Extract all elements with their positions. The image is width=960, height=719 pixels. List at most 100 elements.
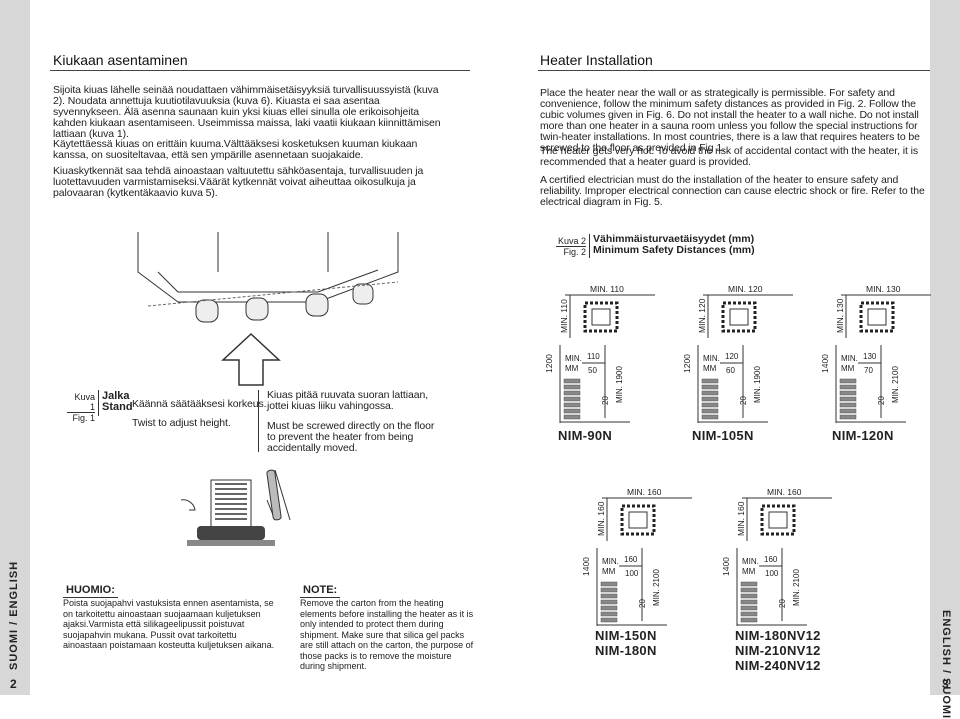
min-label: MIN. <box>742 557 759 566</box>
heater-elevation-bar <box>839 408 857 414</box>
heater-elevation-bar <box>740 611 758 617</box>
fig1-kuva: Kuva 1 <box>74 392 95 412</box>
heater-plan-inner <box>591 308 611 326</box>
heater-elevation-bar <box>839 396 857 402</box>
min-label: MIN. <box>841 354 858 363</box>
adjust-en: Twist to adjust height. <box>132 417 231 429</box>
model-name-line: NIM-105N <box>692 428 754 443</box>
heater-elevation-bar <box>563 396 581 402</box>
model-name-3: NIM-120N <box>832 428 894 443</box>
dim-d: MIN. 1900 <box>615 366 624 403</box>
heater-elevation-bar <box>600 587 618 593</box>
heater-elevation-bar <box>740 605 758 611</box>
mm-label: MM <box>602 567 616 576</box>
heater-elevation-bar <box>563 384 581 390</box>
huomio-body: Poista suojapahvi vastuksista ennen asen… <box>63 598 275 650</box>
heater-elevation-bar <box>701 414 719 420</box>
left-side-label: SUOMI / ENGLISH <box>8 560 20 670</box>
heater-plan-inner <box>867 308 887 326</box>
heater-base-illustration <box>137 232 399 323</box>
mm-label: MM <box>742 567 756 576</box>
right-page-number: 3 <box>942 677 949 691</box>
heater-elevation-bar <box>839 378 857 384</box>
heater-elevation-bar <box>563 378 581 384</box>
min-side-label: MIN. 160 <box>596 501 606 536</box>
heater-elevation-bar <box>563 402 581 408</box>
fig2-title-en: Minimum Safety Distances (mm) <box>593 244 755 256</box>
height-label: 1400 <box>581 557 591 576</box>
fig1-fig: Fig. 1 <box>67 412 95 423</box>
heater-elevation-bar <box>701 408 719 414</box>
model-name-1: NIM-90N <box>558 428 612 443</box>
floor-en: Must be screwed directly on the floor to… <box>267 420 435 454</box>
height-label: 1200 <box>682 354 692 373</box>
dim-a: 160 <box>624 555 638 564</box>
fig2-fig: Fig. 2 <box>556 246 586 257</box>
stand-text: Stand <box>102 401 133 413</box>
dim-a: 130 <box>863 352 877 361</box>
dim-a: 120 <box>725 352 739 361</box>
heater-elevation-bar <box>839 390 857 396</box>
right-paragraph-3: A certified electrician must do the inst… <box>540 174 925 208</box>
dim-b: 70 <box>864 366 873 375</box>
fig2-divider <box>589 234 590 258</box>
min-label: MIN. <box>703 354 720 363</box>
min-top-label: MIN. 160 <box>627 487 662 497</box>
model-name-line: NIM-210NV12 <box>735 643 821 658</box>
heater-elevation-bar <box>563 414 581 420</box>
min-side-label: MIN. 120 <box>697 298 707 333</box>
floor-fi: Kiuas pitää ruuvata suoran lattiaan, jot… <box>267 389 429 412</box>
fig2-title-fi: Vähimmäisturvaetäisyydet (mm) <box>593 233 755 245</box>
model-name-line: NIM-90N <box>558 428 613 443</box>
fig1-divider-2 <box>258 390 259 452</box>
heater-elevation-bar <box>600 593 618 599</box>
left-page-number: 2 <box>10 677 17 691</box>
heater-elevation-bar <box>701 396 719 402</box>
right-page-title: Heater Installation <box>540 52 653 68</box>
heater-elevation-bar <box>839 414 857 420</box>
stand-detail-illustration <box>180 469 291 546</box>
left-paragraph-2: Käytettäessä kiuas on erittäin kuuma.Väl… <box>53 138 418 161</box>
dim-b: 50 <box>588 366 597 375</box>
adjust-fi: Käännä säätääksesi korkeus. <box>132 398 267 410</box>
min-top-label: MIN. 120 <box>728 284 763 294</box>
dim-a: 110 <box>587 352 600 361</box>
left-side-tab <box>0 0 30 695</box>
min-side-label: MIN. 110 <box>559 299 569 333</box>
dim-d: MIN. 2100 <box>891 366 900 403</box>
left-page-title: Kiukaan asentaminen <box>53 52 188 68</box>
heater-elevation-bar <box>701 390 719 396</box>
dim-d: MIN. 2100 <box>792 569 801 606</box>
left-paragraph-1: Sijoita kiuas lähelle seinää noudattaen … <box>53 84 441 140</box>
stand-label: Jalka Stand <box>102 391 133 413</box>
mm-label: MM <box>703 364 717 373</box>
heater-elevation-bar <box>839 402 857 408</box>
model-name-2: NIM-105N <box>692 428 754 443</box>
min-top-label: MIN. 160 <box>767 487 802 497</box>
dim-d: MIN. 2100 <box>652 569 661 606</box>
min-label: MIN. <box>602 557 619 566</box>
model-name-line: NIM-240NV12 <box>735 658 821 673</box>
dim-b: 60 <box>726 366 735 375</box>
dim-b: 100 <box>765 569 779 578</box>
heater-elevation-bar <box>839 384 857 390</box>
right-title-rule <box>538 70 930 71</box>
heater-elevation-bar <box>740 593 758 599</box>
mm-label: MM <box>841 364 855 373</box>
heater-plan-inner <box>729 308 749 326</box>
fig1-divider <box>98 390 99 416</box>
right-paragraph-1: Place the heater near the wall or as str… <box>540 87 920 154</box>
heater-elevation-bar <box>600 611 618 617</box>
heater-elevation-bar <box>701 378 719 384</box>
jalka-text: Jalka <box>102 390 130 402</box>
model-name-line: NIM-120N <box>832 428 894 443</box>
heater-elevation-bar <box>600 605 618 611</box>
fig2-title: Vähimmäisturvaetäisyydet (mm) Minimum Sa… <box>593 234 755 256</box>
dim-a: 160 <box>764 555 778 564</box>
